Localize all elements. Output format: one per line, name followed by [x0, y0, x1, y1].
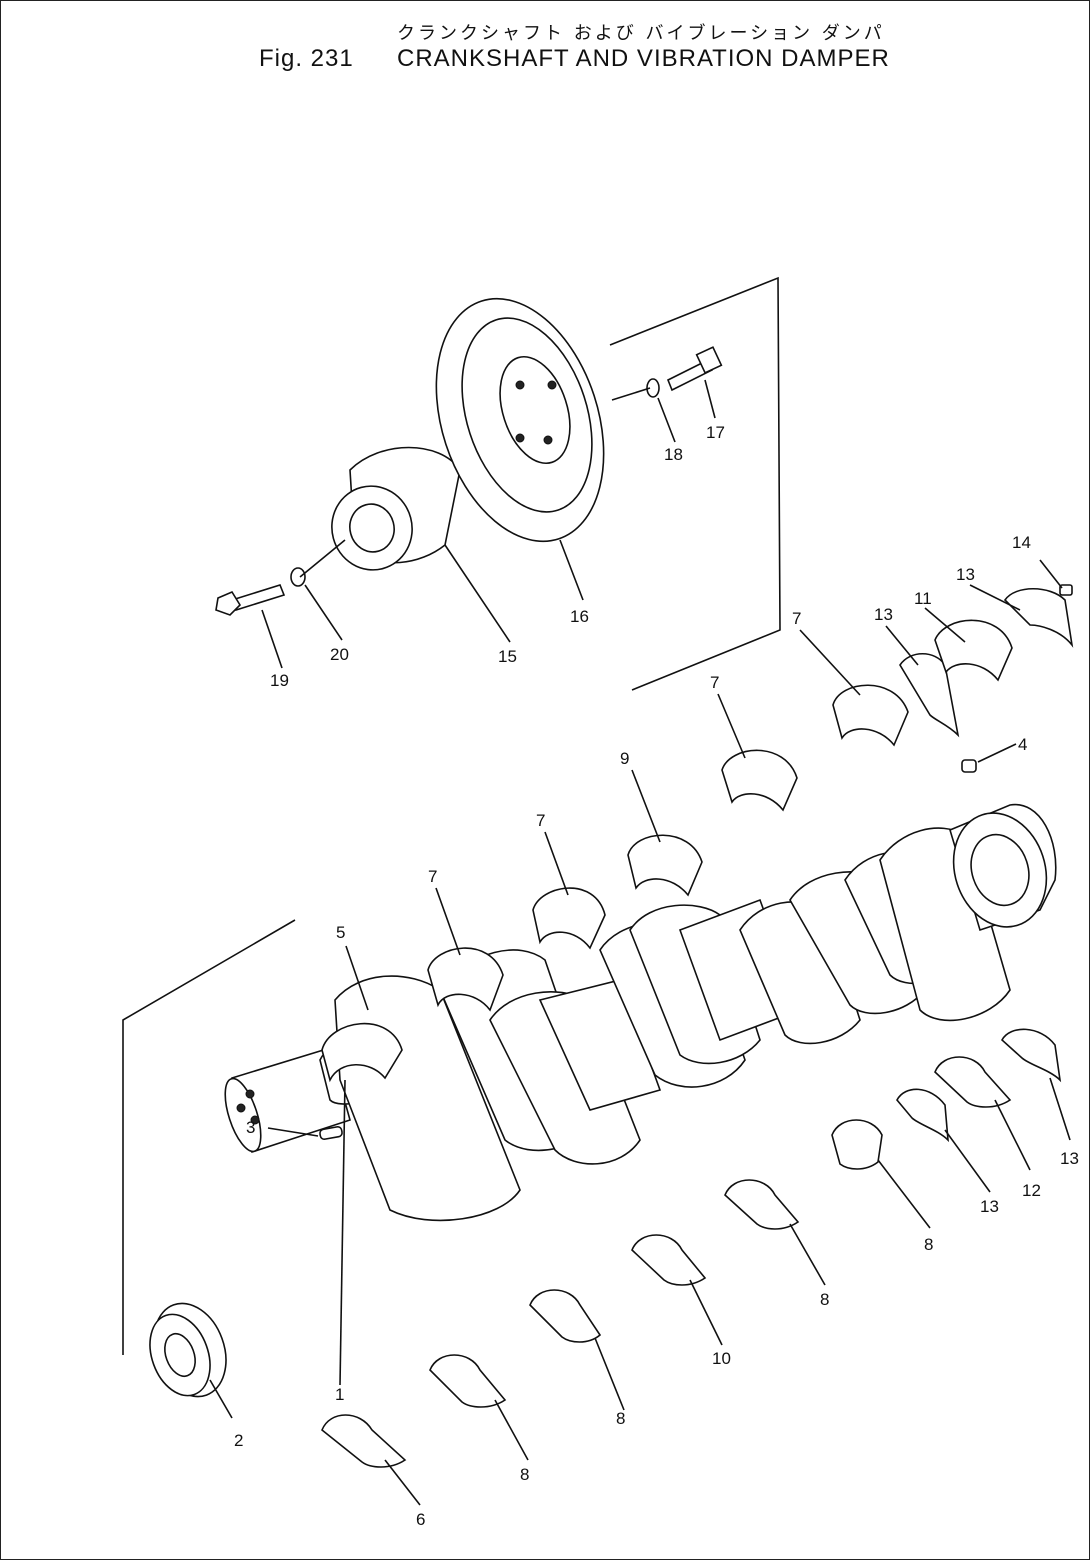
callout-5: 5	[336, 923, 345, 942]
callout-8-d: 8	[924, 1235, 933, 1254]
callout-14: 14	[1012, 533, 1031, 552]
callout-8-b: 8	[616, 1409, 625, 1428]
pulley-washer	[290, 567, 306, 587]
damper-bolt	[666, 346, 723, 392]
callout-10: 10	[712, 1349, 731, 1368]
callout-1: 1	[335, 1385, 344, 1404]
callout-13-c: 13	[980, 1197, 999, 1216]
callout-15: 15	[498, 647, 517, 666]
title-japanese: クランクシャフト および バイブレーション ダンパ	[397, 23, 885, 44]
callout-19: 19	[270, 671, 289, 690]
pulley-bolt	[215, 584, 286, 616]
callout-13-b: 13	[956, 565, 975, 584]
callout-18: 18	[664, 445, 683, 464]
crankshaft-pulley	[331, 446, 461, 571]
callout-20: 20	[330, 645, 349, 664]
callout-6: 6	[416, 1510, 425, 1529]
callout-7-d: 7	[792, 609, 801, 628]
figure-title: CRANKSHAFT AND VIBRATION DAMPER	[397, 45, 890, 72]
reference-frame-lines	[122, 276, 781, 1355]
callout-17: 17	[706, 423, 725, 442]
callout-7-a: 7	[428, 867, 437, 886]
callout-7-b: 7	[536, 811, 545, 830]
callout-16: 16	[570, 607, 589, 626]
figure-number: Fig. 231	[259, 45, 354, 72]
callout-12: 12	[1022, 1181, 1041, 1200]
leader-lines	[209, 379, 1071, 1506]
callout-4: 4	[1018, 735, 1027, 754]
plug	[961, 759, 977, 773]
crankshaft-gear	[149, 1302, 227, 1398]
callout-13-d: 13	[1060, 1149, 1079, 1168]
callout-labels: 1 2 3 4 5 6 7 7 7 7 8 8 8 8 9 10 11 12 1…	[234, 423, 1079, 1529]
callout-8-a: 8	[520, 1465, 529, 1484]
callout-3: 3	[246, 1118, 255, 1137]
callout-2: 2	[234, 1431, 243, 1450]
callout-9: 9	[620, 749, 629, 768]
upper-bearings	[321, 584, 1074, 1083]
callout-8-c: 8	[820, 1290, 829, 1309]
callout-11: 11	[914, 589, 932, 608]
damper-washer	[646, 378, 660, 398]
callout-13-a: 13	[874, 605, 893, 624]
lower-bearings	[321, 1028, 1062, 1468]
callout-7-c: 7	[710, 673, 719, 692]
vibration-damper	[435, 297, 605, 543]
crankshaft-key	[319, 1125, 343, 1141]
